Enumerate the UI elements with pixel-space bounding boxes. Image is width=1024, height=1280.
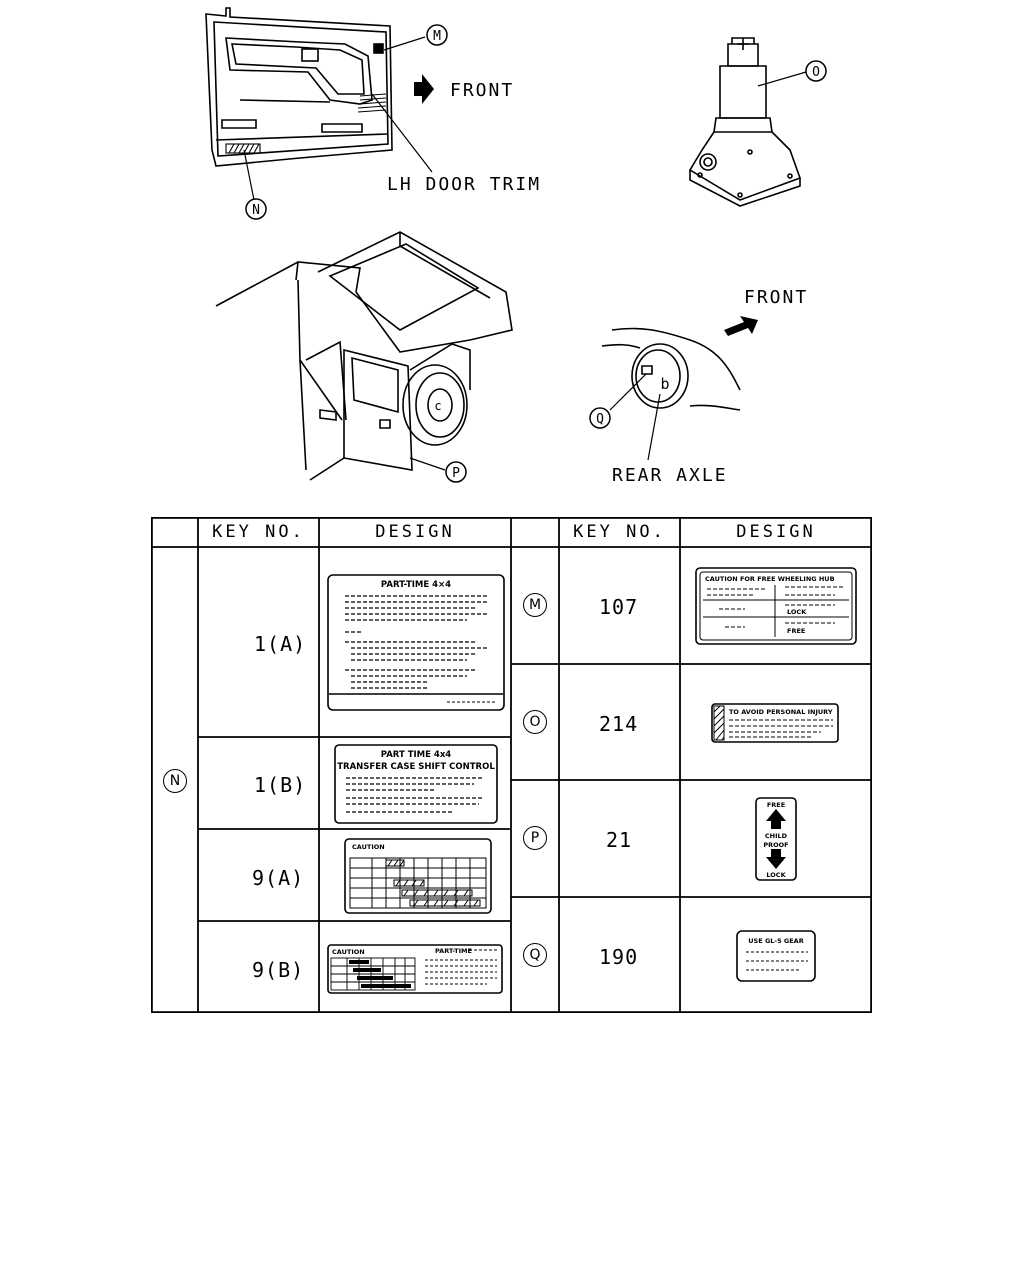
- rear-axle-drawing: [601, 327, 741, 461]
- design-part-time-label: PART-TIME 4×4: [327, 574, 505, 711]
- down-arrow-icon: [766, 849, 786, 869]
- key-no-214: 214: [599, 712, 639, 736]
- svg-text:N: N: [252, 203, 260, 218]
- design-caution-grid-label: CAUTION: [344, 838, 492, 914]
- callout-q: Q: [589, 407, 611, 429]
- svg-text:LOCK: LOCK: [766, 871, 786, 879]
- svg-text:M: M: [433, 29, 441, 44]
- header-key-no-right: KEY NO.: [573, 522, 666, 542]
- symbol-p: P: [523, 826, 547, 850]
- front-label-top: FRONT: [450, 80, 514, 101]
- truck-drawing: [215, 231, 513, 481]
- symbol-m: M: [523, 593, 547, 617]
- svg-text:CHILD: CHILD: [765, 832, 788, 840]
- door-trim-drawing: [205, 7, 433, 201]
- up-arrow-icon: [766, 809, 786, 829]
- header-design-left: DESIGN: [375, 522, 455, 542]
- key-no-9a: 9(A): [252, 866, 305, 890]
- svg-text:CAUTION FOR FREE WHEELING HUB: CAUTION FOR FREE WHEELING HUB: [705, 575, 835, 583]
- key-no-190: 190: [599, 945, 639, 969]
- key-no-21: 21: [606, 828, 633, 852]
- svg-text:PART TIME 4x4: PART TIME 4x4: [381, 750, 452, 760]
- symbol-q: Q: [523, 943, 547, 967]
- parts-label-table: KEY NO. DESIGN KEY NO. DESIGN N 1(A) 1(B…: [151, 517, 872, 1013]
- key-no-1a: 1(A): [254, 632, 307, 656]
- illustration-area: M N FRONT LH DOOR TRIM O: [205, 7, 827, 486]
- callout-n: N: [245, 198, 267, 220]
- key-no-1b: 1(B): [254, 773, 307, 797]
- svg-text:TO AVOID PERSONAL INJURY: TO AVOID PERSONAL INJURY: [729, 708, 833, 716]
- key-no-9b: 9(B): [252, 958, 305, 982]
- axle-letter: b: [660, 375, 669, 393]
- table-grid: [151, 517, 872, 1013]
- design-free-wheeling-hub-label: CAUTION FOR FREE WHEELING HUB LOCK FREE: [695, 567, 857, 645]
- svg-text:FREE: FREE: [767, 801, 785, 809]
- svg-text:FREE: FREE: [787, 627, 805, 635]
- rear-axle-label: REAR AXLE: [612, 465, 728, 486]
- svg-text:CAUTION: CAUTION: [332, 948, 365, 956]
- svg-text:LOCK: LOCK: [787, 608, 807, 616]
- design-caution-part-time-label: CAUTION PART-TIME: [327, 944, 503, 994]
- callout-o: O: [805, 60, 827, 82]
- svg-text:Q: Q: [596, 412, 604, 427]
- header-design-right: DESIGN: [736, 522, 816, 542]
- callout-m: M: [426, 24, 448, 46]
- svg-text:PART-TIME: PART-TIME: [435, 947, 472, 955]
- callout-p: P: [445, 461, 467, 483]
- front-label-axle: FRONT: [744, 287, 808, 308]
- svg-text:PART-TIME 4×4: PART-TIME 4×4: [381, 580, 451, 590]
- svg-text:O: O: [812, 65, 820, 80]
- front-arrow-axle-icon: [724, 316, 758, 336]
- front-arrow-icon: [414, 74, 434, 104]
- design-personal-injury-label: TO AVOID PERSONAL INJURY: [711, 703, 839, 743]
- group-symbol-n: N: [163, 769, 187, 793]
- svg-text:USE GL-5 GEAR: USE GL-5 GEAR: [748, 937, 803, 945]
- symbol-o: O: [523, 710, 547, 734]
- lh-door-trim-label: LH DOOR TRIM: [387, 174, 541, 195]
- key-no-107: 107: [599, 595, 639, 619]
- jack-drawing: [688, 37, 807, 207]
- design-child-proof-lock-label: FREE CHILD PROOF LOCK: [755, 797, 797, 881]
- svg-text:P: P: [452, 466, 460, 481]
- design-transfer-case-label: PART TIME 4x4 TRANSFER CASE SHIFT CONTRO…: [334, 744, 498, 824]
- svg-text:PROOF: PROOF: [763, 841, 788, 849]
- truck-wheel-letter: c: [434, 399, 441, 413]
- svg-text:TRANSFER CASE SHIFT CONTROL: TRANSFER CASE SHIFT CONTROL: [337, 762, 495, 772]
- header-key-no-left: KEY NO.: [212, 522, 305, 542]
- design-gear-oil-label: USE GL-5 GEAR: [736, 930, 816, 982]
- svg-text:CAUTION: CAUTION: [352, 843, 385, 851]
